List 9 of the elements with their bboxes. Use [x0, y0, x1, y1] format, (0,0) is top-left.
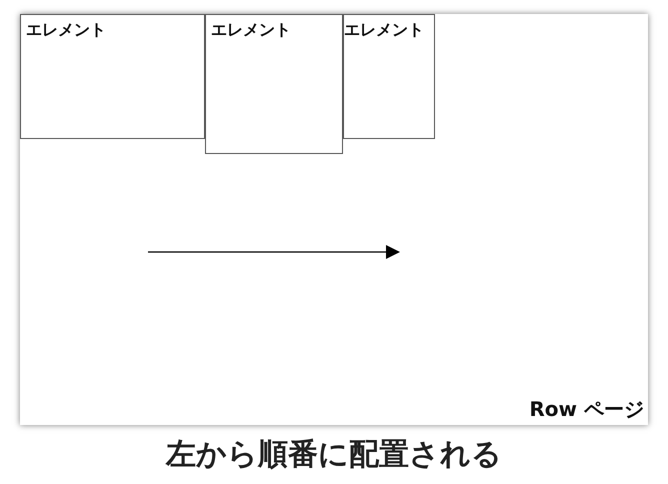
element-box [343, 14, 435, 139]
element-box [20, 14, 205, 139]
caption: 左から順番に配置される [164, 436, 503, 474]
page-label: Row ページ [529, 396, 644, 423]
element-label: エレメント [344, 20, 424, 41]
element-label: エレメント [26, 20, 106, 41]
page-frame [20, 14, 648, 425]
element-label: エレメント [211, 20, 291, 41]
element-box [205, 14, 343, 154]
